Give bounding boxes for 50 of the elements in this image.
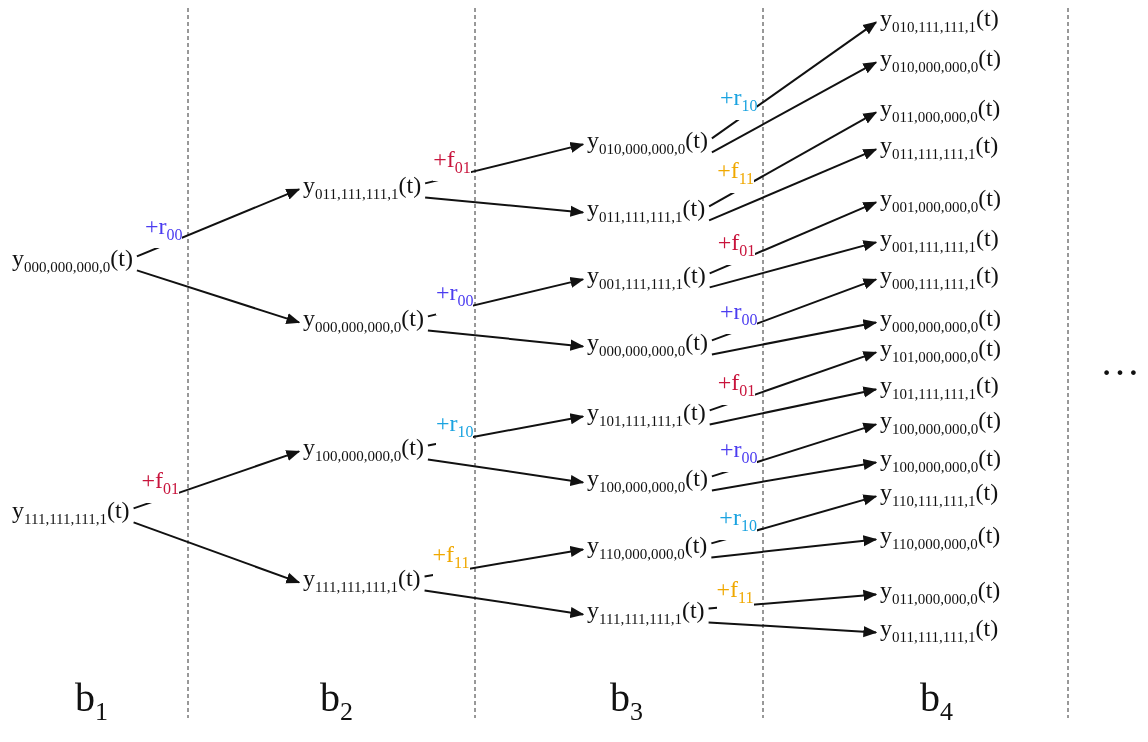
arrow [132,521,301,584]
arrow [424,196,585,217]
arrow [708,240,878,289]
state-expression: y$_{011,111,111,1}$(t) [880,614,999,651]
state-expression: y$_{001,111,111,1}$(t) [587,261,706,298]
column-label: b$_{4}$ [920,676,953,728]
state-expression: y$_{101,111,111,1}$(t) [880,371,999,408]
column-label: b$_{1}$ [75,676,108,728]
state-expression: y$_{000,000,000,0}$(t) [12,244,133,281]
arrow [710,535,878,559]
state-expression: y$_{110,111,111,1}$(t) [880,478,999,515]
state-expression: y$_{010,000,000,0}$(t) [880,44,1001,81]
state-expression: y$_{010,000,000,0}$(t) [587,126,708,163]
arrow [708,148,878,222]
arrow [708,111,878,208]
state-expression: y$_{011,000,000,0}$(t) [880,94,1001,131]
state-expression: y$_{111,111,111,1}$(t) [587,596,705,633]
column-label: b$_{2}$ [320,676,353,728]
arrow [710,61,878,154]
arrow [710,319,878,356]
arrow [710,21,878,140]
state-expression: y$_{011,111,111,1}$(t) [880,131,999,168]
state-expression: y$_{100,000,000,0}$(t) [880,444,1001,481]
arrow [708,386,878,426]
arrow [423,589,585,619]
arrow [710,459,878,492]
arrow [426,329,585,351]
state-expression: y$_{010,111,111,1}$(t) [880,4,999,41]
state-expression: y$_{111,111,111,1}$(t) [12,496,130,533]
state-expression: y$_{110,000,000,0}$(t) [587,531,708,568]
state-expression: y$_{101,111,111,1}$(t) [587,398,706,435]
state-expression: y$_{001,111,111,1}$(t) [880,224,999,261]
state-expression: y$_{011,111,111,1}$(t) [303,171,422,208]
arrow [135,269,301,324]
state-expression: y$_{100,000,000,0}$(t) [587,464,708,501]
state-expression: y$_{100,000,000,0}$(t) [880,406,1001,443]
arrow [707,621,878,638]
state-expression: y$_{011,111,111,1}$(t) [587,194,706,231]
state-expression: y$_{011,000,000,0}$(t) [880,576,1001,613]
state-expression: y$_{001,000,000,0}$(t) [880,184,1001,221]
state-expression: y$_{110,000,000,0}$(t) [880,521,1001,558]
arrow [135,188,301,258]
state-expression: y$_{000,111,111,1}$(t) [880,261,999,298]
state-expression: y$_{000,000,000,0}$(t) [303,304,424,341]
state-expression: y$_{000,000,000,0}$(t) [587,328,708,365]
state-expression: y$_{111,111,111,1}$(t) [303,564,421,601]
ellipsis: … [1100,340,1140,384]
column-label: b$_{3}$ [610,676,643,728]
state-expression: y$_{100,000,000,0}$(t) [303,433,424,470]
arrow [426,458,585,487]
